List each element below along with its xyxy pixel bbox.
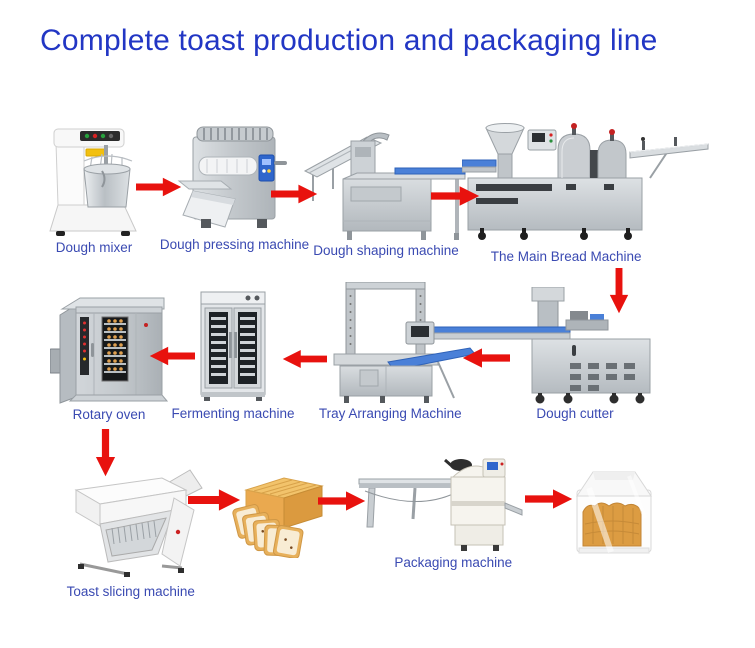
dough-mixer-image: [49, 128, 137, 236]
machine-label: The Main Bread Machine: [490, 249, 642, 264]
flow-arrow-right-icon: [188, 488, 241, 512]
machine-tray-arranging: Tray Arranging Machine: [319, 282, 477, 421]
flow-arrow-right-icon: [431, 185, 480, 207]
packaging-machine-image: [358, 458, 523, 551]
machine-label: Toast slicing machine: [66, 584, 195, 599]
flow-arrow-left-icon: [462, 347, 510, 369]
machine-packaging: Packaging machine: [357, 453, 523, 570]
page-title: Complete toast production and packaging …: [40, 24, 658, 57]
flow-arrow-right-icon: [136, 176, 182, 198]
machine-dough-cutter: Dough cutter: [420, 287, 666, 421]
machine-dough-shaping: Dough shaping machine: [303, 127, 469, 258]
machine-label: Tray Arranging Machine: [318, 406, 462, 421]
flow-arrow-down-icon: [604, 268, 634, 314]
sliced-toast: [228, 470, 328, 558]
machine-label: Dough cutter: [536, 406, 614, 421]
machine-label: Dough pressing machine: [159, 237, 310, 252]
machine-main-bread: The Main Bread Machine: [462, 120, 710, 264]
flow-arrow-right-icon: [525, 488, 573, 510]
packaged-toast-image: [576, 471, 652, 554]
sliced-toast-image: [232, 477, 324, 558]
dough-shaping-machine-image: [303, 132, 466, 240]
dough-pressing-machine-image: [177, 126, 287, 228]
machine-label: Dough mixer: [55, 240, 133, 255]
machine-toast-slicing: Toast slicing machine: [67, 468, 205, 599]
dough-cutter-image: [420, 287, 651, 404]
tray-arranging-machine-image: [333, 282, 476, 403]
machine-rotary-oven: Rotary oven: [50, 285, 168, 422]
flow-arrow-left-icon: [149, 345, 195, 367]
flow-arrow-down-icon: [92, 429, 119, 477]
packaged-toast: [567, 460, 662, 560]
machine-label: Rotary oven: [72, 407, 146, 422]
flow-arrow-right-icon: [271, 183, 318, 205]
flow-arrow-right-icon: [318, 490, 366, 512]
rotary-oven-image: [50, 297, 168, 404]
fermenting-machine-image: [200, 291, 266, 401]
machine-dough-pressing: Dough pressing machine: [160, 125, 309, 252]
toast-slicing-machine-image: [74, 469, 203, 577]
flow-arrow-left-icon: [282, 348, 327, 370]
main-bread-machine-image: [462, 123, 709, 240]
machine-label: Packaging machine: [394, 555, 513, 570]
machine-fermenting: Fermenting machine: [171, 288, 295, 421]
machine-dough-mixer: Dough mixer: [44, 121, 144, 255]
machine-label: Fermenting machine: [171, 406, 295, 421]
machine-label: Dough shaping machine: [313, 243, 459, 258]
